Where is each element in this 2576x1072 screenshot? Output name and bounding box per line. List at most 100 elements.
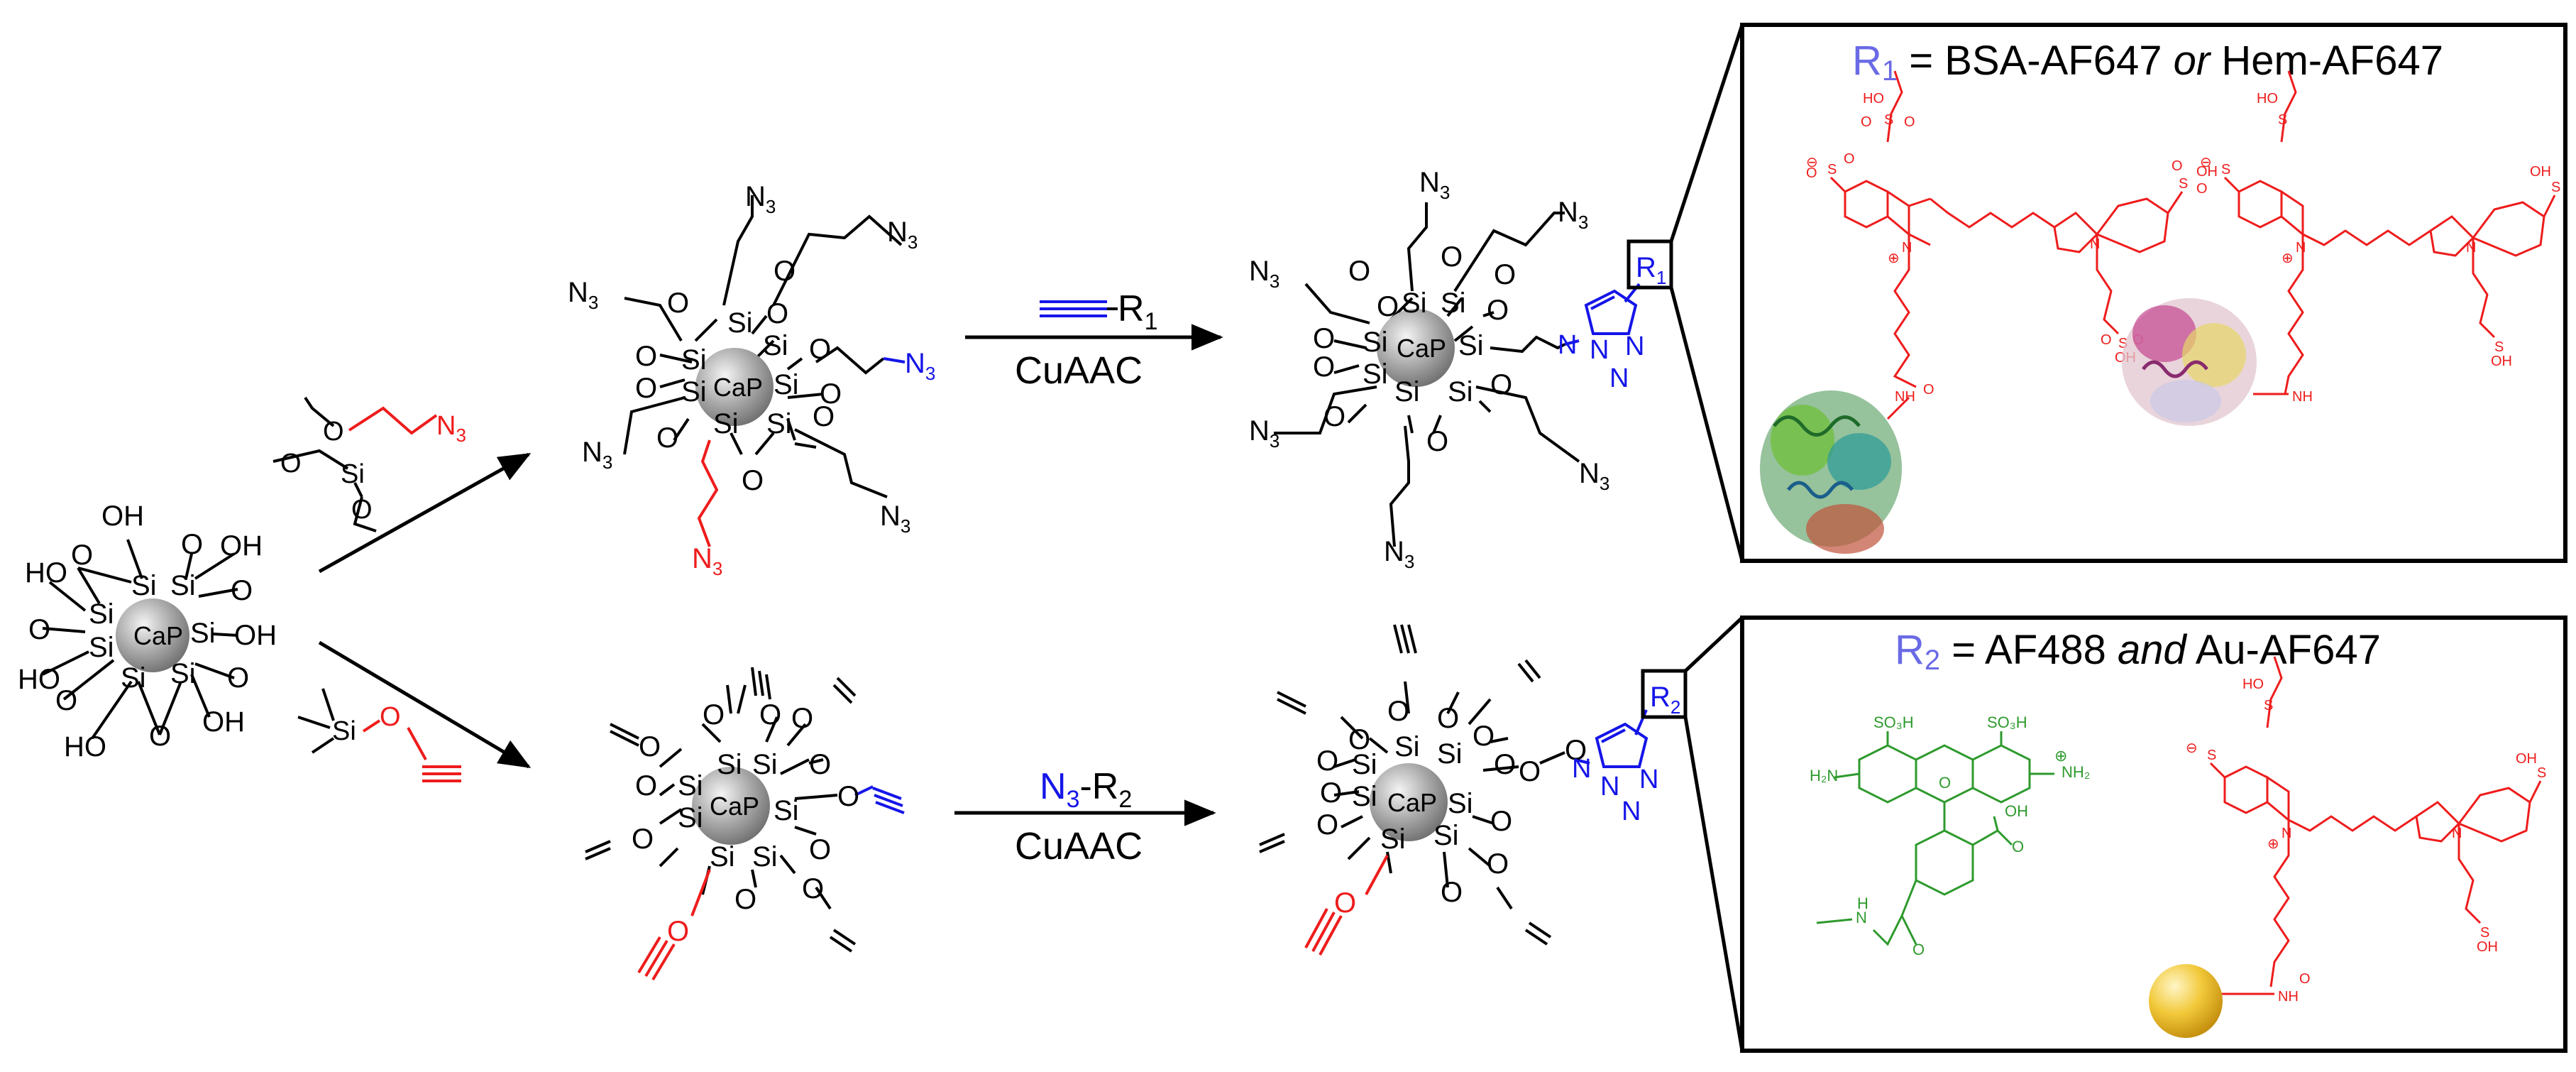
dye-au-af647	[2209, 656, 2542, 988]
svg-text:CaP: CaP	[1397, 334, 1446, 363]
svg-text:OH: OH	[2196, 164, 2218, 180]
svg-text:O: O	[1923, 382, 1934, 398]
svg-text:N3: N3	[1579, 458, 1609, 494]
svg-text:O: O	[635, 373, 657, 404]
svg-text:Si: Si	[1380, 824, 1406, 855]
svg-text:Si: Si	[678, 802, 703, 833]
svg-text:N3: N3	[692, 543, 722, 579]
svg-text:N3: N3	[582, 437, 612, 473]
svg-text:R1: R1	[1636, 252, 1666, 288]
svg-text:O: O	[809, 749, 831, 780]
bsa-protein-image	[1760, 390, 1902, 554]
atom-o: O	[71, 540, 93, 571]
svg-text:N: N	[1572, 754, 1591, 784]
svg-text:NH: NH	[2278, 989, 2299, 1005]
svg-text:O: O	[2172, 158, 2183, 174]
svg-text:O: O	[1487, 295, 1509, 326]
svg-text:N: N	[1590, 335, 1609, 365]
svg-text:⊕: ⊕	[2267, 836, 2279, 852]
callout-lines-top	[1669, 24, 1744, 562]
cap-core-product-bottom	[1370, 763, 1448, 841]
svg-text:O: O	[1494, 259, 1516, 290]
svg-text:N3: N3	[1249, 256, 1279, 292]
svg-text:O: O	[1861, 114, 1872, 130]
svg-text:CaP: CaP	[713, 373, 763, 402]
svg-text:Si: Si	[678, 770, 703, 802]
svg-text:O: O	[1939, 774, 1951, 792]
arrow-cuaac-bottom: N3-R2 CuAAC	[954, 766, 1216, 868]
svg-text:O: O	[2101, 332, 2112, 348]
svg-text:O: O	[1904, 114, 1915, 130]
svg-text:Si: Si	[341, 459, 365, 489]
svg-text:O: O	[813, 401, 835, 432]
cap-core-start	[116, 598, 189, 672]
svg-text:Si: Si	[681, 376, 707, 408]
alkyne-nanoparticle: O O O O Si Si O Si O CaP Si O Si O Si Si…	[585, 667, 905, 981]
svg-text:O: O	[635, 770, 657, 802]
svg-text:O: O	[742, 465, 764, 496]
svg-text:N3-R2: N3-R2	[1040, 766, 1132, 813]
callout-lines-bottom	[1683, 616, 1744, 1051]
svg-text:O: O	[734, 884, 756, 915]
atom-ho: OH	[101, 501, 144, 532]
svg-text:⊕: ⊕	[1888, 251, 1900, 266]
svg-text:O: O	[2299, 971, 2311, 987]
svg-text:O: O	[280, 449, 302, 478]
svg-text:Si: Si	[1363, 359, 1388, 390]
svg-text:O: O	[1316, 809, 1338, 841]
svg-text:O: O	[1490, 806, 1512, 837]
svg-text:Si: Si	[752, 749, 778, 780]
atom-o: O	[55, 685, 77, 716]
svg-text:O: O	[1844, 151, 1855, 167]
svg-text:NH₂: NH₂	[2062, 763, 2090, 781]
svg-text:N: N	[1609, 363, 1629, 393]
svg-text:Si: Si	[1394, 376, 1420, 408]
svg-text:O: O	[1519, 756, 1541, 787]
svg-text:O: O	[1912, 941, 1925, 958]
svg-text:O: O	[656, 422, 678, 454]
svg-text:OH: OH	[2491, 354, 2512, 369]
svg-text:N: N	[2296, 240, 2306, 256]
svg-text:O: O	[2012, 838, 2024, 855]
atom-oh: OH	[202, 706, 245, 738]
svg-text:O: O	[1490, 369, 1512, 400]
svg-text:O: O	[1806, 165, 1817, 181]
dye-hem-af647	[2223, 70, 2556, 395]
svg-text:H₂N: H₂N	[1810, 767, 1838, 784]
svg-text:HO: HO	[1863, 91, 1884, 106]
svg-text:O: O	[1348, 724, 1370, 755]
svg-text:N: N	[2090, 236, 2100, 252]
svg-text:O: O	[837, 781, 859, 812]
svg-text:O: O	[639, 731, 661, 762]
svg-text:O: O	[809, 334, 831, 365]
svg-text:O: O	[1316, 745, 1338, 777]
atom-o: O	[28, 614, 50, 645]
svg-text:N3: N3	[880, 501, 910, 537]
svg-text:O: O	[791, 703, 813, 734]
arrow-cuaac-top: R1 CuAAC	[965, 288, 1223, 392]
svg-text:S: S	[2537, 765, 2546, 781]
r2-callout-box	[1641, 669, 1688, 719]
atom-si: Si	[89, 632, 114, 663]
svg-text:O: O	[759, 699, 781, 731]
svg-text:Si: Si	[710, 841, 735, 873]
svg-text:O: O	[1441, 877, 1463, 908]
svg-text:S: S	[2264, 698, 2273, 713]
svg-text:O: O	[1437, 703, 1459, 734]
svg-text:O: O	[1473, 721, 1495, 752]
svg-text:⊕: ⊕	[2281, 251, 2294, 266]
svg-text:O: O	[809, 834, 831, 865]
svg-text:Si: Si	[774, 795, 799, 826]
svg-text:O: O	[667, 916, 689, 947]
svg-text:H: H	[1857, 895, 1868, 912]
cap-core-azide	[695, 348, 774, 426]
svg-text:O: O	[2196, 181, 2208, 197]
atom-si: Si	[121, 662, 146, 694]
svg-text:O: O	[1494, 749, 1516, 780]
atom-ho: HO	[64, 731, 106, 762]
svg-text:O: O	[1313, 323, 1335, 354]
svg-text:N: N	[1622, 797, 1641, 826]
svg-text:S: S	[2278, 112, 2287, 128]
atom-oh: OH	[220, 530, 263, 562]
